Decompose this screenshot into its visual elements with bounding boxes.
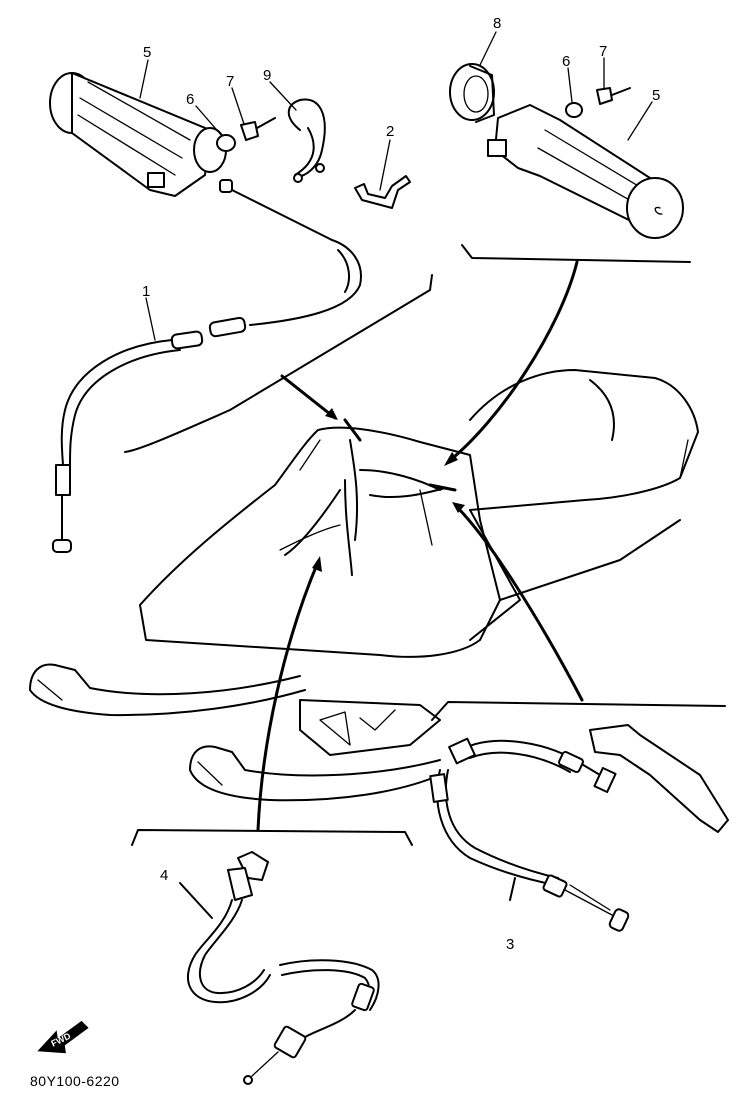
callout-5-right: 5 [652, 87, 660, 104]
washer-left [216, 134, 236, 152]
choke-assembly [131, 829, 413, 1085]
callout-4: 4 [160, 867, 168, 884]
collar-ring [449, 63, 495, 123]
snowmobile-body [29, 369, 699, 802]
throttle-cable [52, 179, 362, 553]
handle-grip-left [49, 72, 227, 197]
diagram-code: 80Y100-6220 [30, 1073, 120, 1089]
callout-9: 9 [263, 67, 271, 84]
callout-2: 2 [386, 123, 394, 140]
callout-3: 3 [506, 936, 514, 953]
callout-7-left: 7 [226, 73, 234, 90]
left-grip-assembly [49, 72, 433, 553]
callout-7-right: 7 [599, 43, 607, 60]
washer-right [565, 102, 583, 118]
callout-8: 8 [493, 15, 501, 32]
assembly-arrows [256, 260, 584, 832]
brake-lever [589, 724, 729, 833]
callouts: 5 6 7 9 2 8 6 7 5 1 4 3 [142, 15, 660, 953]
clip [354, 175, 411, 209]
handle-grip-right [487, 104, 684, 239]
callout-6-right: 6 [562, 53, 570, 70]
screw-right [596, 87, 631, 105]
callout-1: 1 [142, 283, 150, 300]
screw-left [240, 117, 276, 141]
leader-lines [139, 31, 653, 341]
fwd-arrow-icon: FWD [37, 1020, 89, 1054]
right-grip-assembly [449, 63, 691, 263]
callout-6-left: 6 [186, 91, 194, 108]
brake-assembly [429, 701, 729, 932]
installed-cables [284, 418, 457, 576]
callout-5-left: 5 [143, 44, 151, 61]
